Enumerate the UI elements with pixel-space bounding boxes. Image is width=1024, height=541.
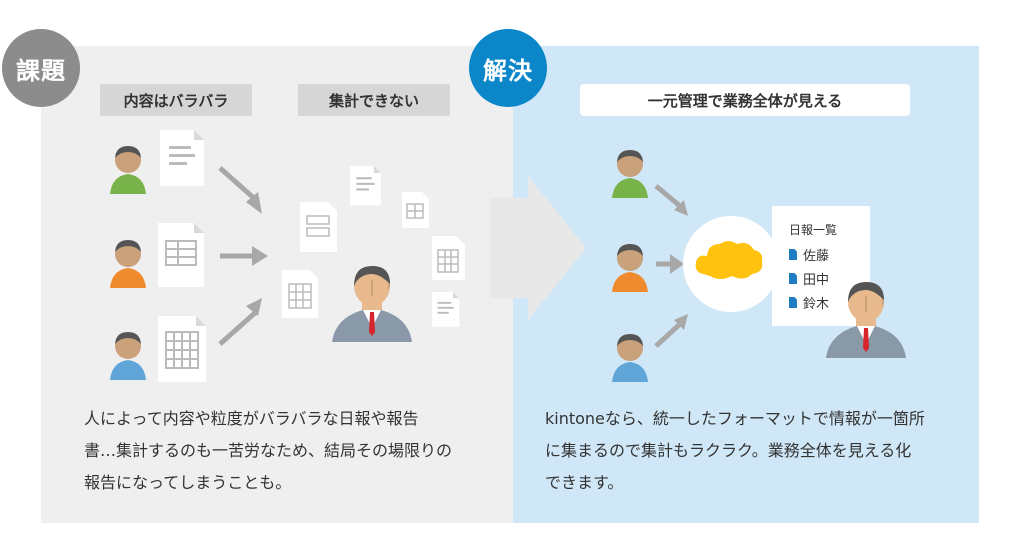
person-icon-2 [110,240,146,288]
person-icon-6 [612,334,648,382]
label-cannot-aggregate: 集計できない [298,84,450,116]
report-list-item: 田中 [789,269,829,288]
document-icon [789,249,797,260]
report-list-card [772,206,870,326]
manager-icon-left [332,266,412,342]
person-icon-1 [110,146,146,194]
document-icon-table [158,223,204,287]
arrow-icon-left-group [218,166,268,346]
solution-badge: 解決 [469,29,547,107]
report-list-title: 日報一覧 [789,223,838,237]
label-unified-management: 一元管理で業務全体が見える [580,84,910,116]
problem-description: 人によって内容や粒度がバラバラな日報や報告 書…集計するのも一苦労なため、結局そ… [84,409,453,492]
report-list-item: 鈴木 [789,293,829,312]
big-arrow-icon [490,176,586,320]
report-list-item: 佐藤 [789,245,829,264]
scattered-document-icons [282,166,465,327]
person-icon-5 [612,244,648,292]
label-scattered: 内容はバラバラ [100,84,252,116]
cloud-icon [695,241,763,279]
problem-badge: 課題 [2,29,80,107]
person-icon-4 [612,150,648,198]
document-icon-grid [158,316,206,382]
solution-description: kintoneなら、統一したフォーマットで情報が一箇所 に集まるので集計もラクラ… [545,409,925,492]
arrow-icon-right-group [654,184,688,348]
person-icon-3 [110,332,146,380]
document-icon [789,273,797,284]
document-icon [789,297,797,308]
document-icon-text [160,130,204,186]
